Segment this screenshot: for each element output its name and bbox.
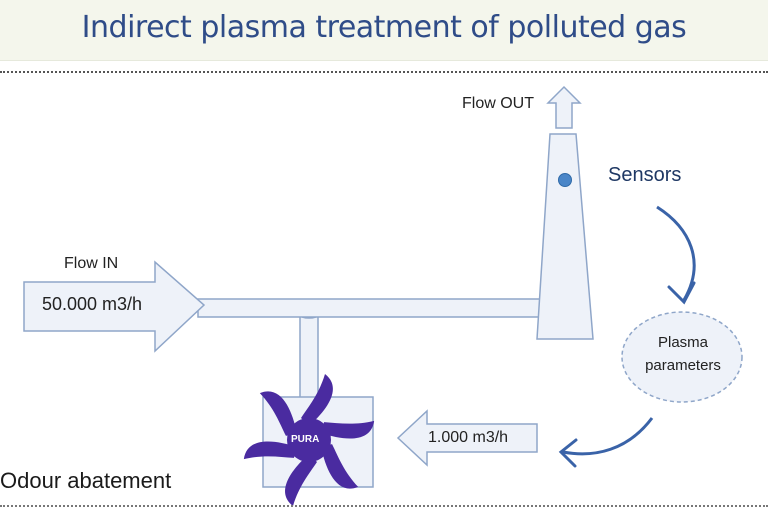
sensor-dot-icon [558, 173, 572, 187]
chimney-stack [536, 133, 594, 340]
plasma-to-pura-curve [562, 417, 654, 456]
flow-in-value: 50.000 m3/h [42, 294, 143, 314]
reactor-connector-pipe [299, 313, 319, 399]
title-emphasis: Indirect [81, 10, 192, 45]
flow-in-arrow [23, 260, 206, 353]
plasma-parameters-ellipse [621, 311, 743, 403]
title-rest: plasma treatment of polluted gas [191, 10, 687, 45]
title-banner [0, 0, 768, 61]
flow-in-label: Flow IN [64, 255, 119, 272]
bottom-divider [0, 505, 768, 507]
pura-logo-icon [243, 374, 375, 506]
small-flow-arrow [396, 409, 538, 467]
odour-abatement-label: Odour abatement [0, 468, 172, 493]
sensors-label: Sensors [608, 164, 682, 186]
page-title: Indirect plasma treatment of polluted ga… [0, 10, 768, 45]
plasma-parameters-label: Plasma parameters [645, 334, 721, 374]
sensors-curve-arrowhead [667, 281, 696, 305]
top-divider [0, 71, 768, 73]
main-pipe [197, 298, 544, 318]
flow-out-label: Flow OUT [462, 95, 534, 112]
small-flow-value: 1.000 m3/h [428, 429, 509, 446]
pura-logo-text: PURA [291, 434, 320, 445]
plasma-curve-arrowhead [558, 438, 578, 468]
flow-out-arrow [546, 85, 582, 129]
sensors-to-plasma-curve [656, 205, 696, 301]
